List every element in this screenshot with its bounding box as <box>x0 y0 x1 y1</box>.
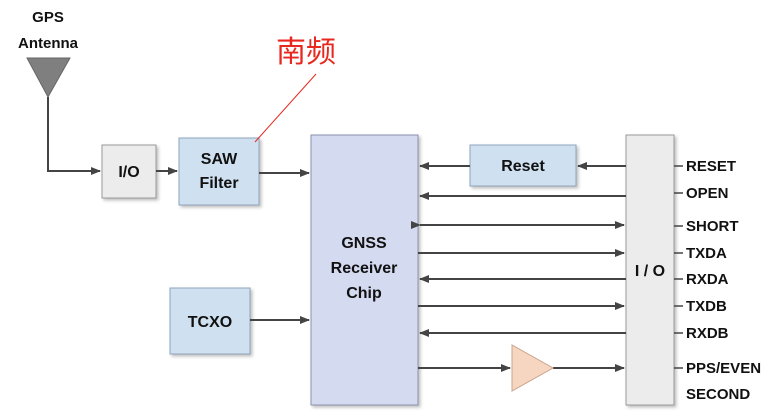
gnss-chip-label-line2: Receiver <box>331 260 398 277</box>
gnss-chip-block <box>310 134 419 406</box>
reset-label: Reset <box>501 158 545 175</box>
signal-label-open: OPEN <box>686 185 729 202</box>
signal-label-reset: RESET <box>686 158 736 175</box>
signal-label-txdb: TXDB <box>686 298 727 315</box>
saw-filter-block <box>178 137 260 206</box>
io-left-label: I/O <box>118 164 139 181</box>
antenna-icon <box>26 57 71 171</box>
signal-label-pps-even: PPS/EVEN <box>686 360 761 377</box>
saw-filter-label-line2: Filter <box>199 175 238 192</box>
signal-label-second: SECOND <box>686 386 750 403</box>
reset-block <box>469 144 577 187</box>
annotation-leader-line <box>254 73 317 143</box>
gnss-chip-label-line3: Chip <box>346 285 382 302</box>
signal-label-short: SHORT <box>686 218 739 235</box>
tcxo-label: TCXO <box>188 314 232 331</box>
saw-filter-label-line1: SAW <box>201 151 238 168</box>
io-left-block <box>101 144 157 199</box>
label-connectors <box>674 165 683 369</box>
io-right-block <box>625 134 675 406</box>
tcxo-block <box>169 287 251 355</box>
antenna-label-line1: GPS <box>32 9 64 26</box>
amplifier-icon <box>511 344 555 392</box>
annotation-text: 南频 <box>276 35 336 70</box>
signal-connections <box>411 162 626 372</box>
signal-label-rxdb: RXDB <box>686 325 729 342</box>
antenna-label-line2: Antenna <box>18 35 79 52</box>
signal-label-rxda: RXDA <box>686 271 729 288</box>
gnss-chip-label-line1: GNSS <box>341 235 387 252</box>
signal-label-txda: TXDA <box>686 245 727 262</box>
io-right-label: I / O <box>635 263 665 280</box>
